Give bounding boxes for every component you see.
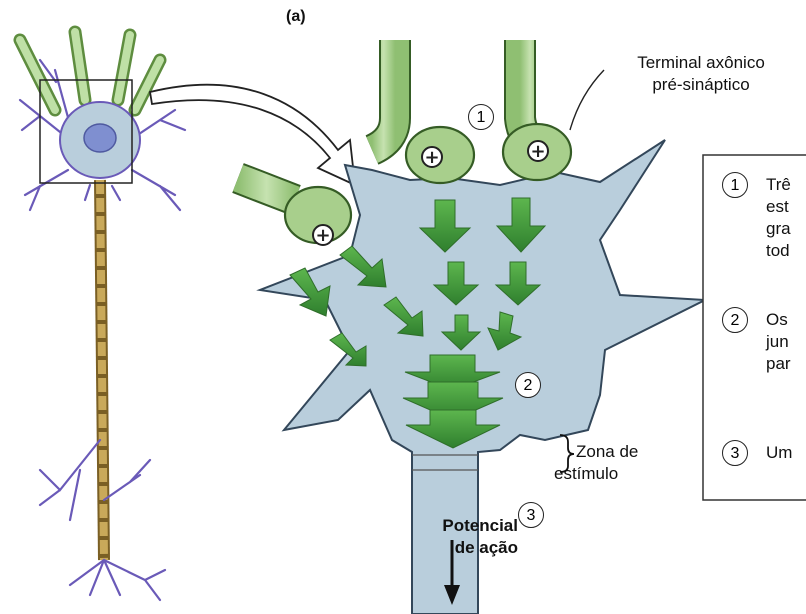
nucleus-small bbox=[84, 124, 116, 152]
key-num-1: 1 bbox=[722, 172, 748, 198]
key-text-1: Trê est gra tod bbox=[766, 174, 791, 262]
trigger-zone-label: Zona de estímulo bbox=[576, 441, 638, 485]
zona-line2: estímulo bbox=[554, 463, 638, 485]
key-num-2: 2 bbox=[722, 307, 748, 333]
svg-text:+: + bbox=[315, 225, 330, 246]
svg-text:+: + bbox=[424, 147, 439, 168]
axon-small bbox=[100, 180, 104, 560]
plus-sign-2: + bbox=[528, 141, 548, 162]
marker-1: 1 bbox=[468, 104, 494, 130]
key-text-3: Um bbox=[766, 442, 792, 464]
presynaptic-terminal-label: Terminal axônico pré-sináptico bbox=[596, 52, 806, 96]
panel-label: (a) bbox=[286, 8, 306, 26]
key-num-3: 3 bbox=[722, 440, 748, 466]
key-text-2: Os jun par bbox=[766, 309, 791, 375]
neuron-overview bbox=[20, 32, 185, 600]
presynaptic-axon-3 bbox=[238, 178, 351, 243]
potencial-line2: de ação bbox=[408, 537, 518, 559]
potencial-line1: Potencial bbox=[408, 515, 518, 537]
terminal-label-line1: Terminal axônico bbox=[596, 52, 806, 74]
action-potential-label: Potencial de ação bbox=[408, 515, 518, 559]
zona-line1: Zona de bbox=[576, 441, 638, 463]
marker-3: 3 bbox=[518, 502, 544, 528]
marker-2: 2 bbox=[515, 372, 541, 398]
svg-text:+: + bbox=[530, 141, 545, 162]
plus-sign-3: + bbox=[313, 225, 333, 246]
terminal-label-line2: pré-sináptico bbox=[596, 74, 806, 96]
plus-sign-1: + bbox=[422, 147, 442, 168]
